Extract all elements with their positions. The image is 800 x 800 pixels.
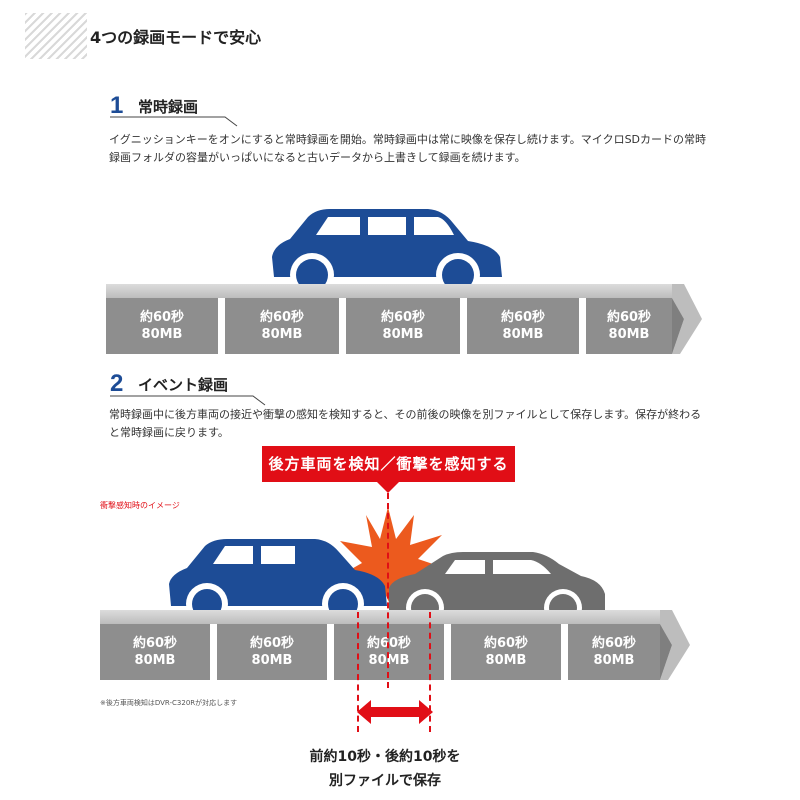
segment-time: 約60秒: [249, 636, 295, 651]
timeline-1-arrow-icon: [672, 284, 702, 354]
footnote: ※後方車両検知はDVR-C320Rが対応します: [100, 699, 238, 707]
double-arrow-icon: [357, 700, 433, 724]
section-2-number: 2: [110, 370, 124, 397]
pre-event-boundary: [357, 612, 359, 732]
save-result-text: 前約10秒・後約10秒を 別ファイルで保存: [300, 745, 470, 793]
segment-time: 約60秒: [483, 636, 529, 651]
timeline-1-segment: 約60秒 80MB: [346, 298, 460, 354]
segment-size: 80MB: [261, 327, 303, 342]
segment-time: 約60秒: [259, 310, 305, 325]
timeline-2-segment: 約60秒 80MB: [568, 624, 660, 680]
post-event-boundary: [429, 612, 431, 732]
section-2-title: イベント録画: [138, 376, 229, 394]
section-2-description: 常時録画中に後方車両の接近や衝撃の感知を検知すると、その前後の映像を別ファイルと…: [109, 408, 702, 439]
timeline-1-segment: 約60秒 80MB: [106, 298, 218, 354]
page-title: 4つの録画モードで安心: [90, 28, 262, 47]
banner-pointer: [377, 482, 399, 493]
segment-time: 約60秒: [606, 310, 652, 325]
segment-size: 80MB: [368, 653, 410, 668]
segment-time: 約60秒: [591, 636, 637, 651]
timeline-1-segment: 約60秒 80MB: [586, 298, 672, 354]
segment-size: 80MB: [141, 327, 183, 342]
save-result-line-1: 前約10秒・後約10秒を: [309, 749, 461, 765]
timeline-2-top: [100, 610, 660, 624]
timeline-2-segment: 約60秒 80MB: [334, 624, 444, 680]
impact-image-label: 衝撃感知時のイメージ: [100, 501, 180, 510]
segment-time: 約60秒: [366, 636, 412, 651]
recording-timeline-2: 約60秒 80MB 約60秒 80MB 約60秒 80MB 約60秒 80MB …: [100, 610, 690, 680]
section-1-title: 常時録画: [138, 98, 199, 116]
title-decoration: [25, 13, 87, 59]
segment-size: 80MB: [251, 653, 293, 668]
segment-size: 80MB: [134, 653, 176, 668]
segment-size: 80MB: [502, 327, 544, 342]
timeline-1-segment: 約60秒 80MB: [225, 298, 339, 354]
event-marker-line: [387, 493, 389, 688]
timeline-2-arrow-icon: [660, 610, 690, 680]
timeline-2-segment: 約60秒 80MB: [451, 624, 561, 680]
segment-time: 約60秒: [132, 636, 178, 651]
segment-size: 80MB: [608, 327, 650, 342]
save-result-line-2: 別ファイルで保存: [329, 773, 441, 789]
segment-size: 80MB: [593, 653, 635, 668]
segment-time: 約60秒: [500, 310, 546, 325]
recording-timeline-1: 約60秒 80MB 約60秒 80MB 約60秒 80MB 約60秒 80MB …: [106, 284, 702, 354]
segment-time: 約60秒: [139, 310, 185, 325]
timeline-1-segment: 約60秒 80MB: [467, 298, 579, 354]
segment-size: 80MB: [485, 653, 527, 668]
timeline-2-segment: 約60秒 80MB: [100, 624, 210, 680]
section-1-description: イグニッションキーをオンにすると常時録画を開始。常時録画中は常に映像を保存し続け…: [109, 133, 707, 164]
segment-time: 約60秒: [380, 310, 426, 325]
section-1-number: 1: [110, 92, 124, 119]
segment-size: 80MB: [382, 327, 424, 342]
timeline-1-top: [106, 284, 672, 298]
timeline-2-segment: 約60秒 80MB: [217, 624, 327, 680]
detection-banner: 後方車両を検知／衝撃を感知する: [262, 446, 515, 482]
